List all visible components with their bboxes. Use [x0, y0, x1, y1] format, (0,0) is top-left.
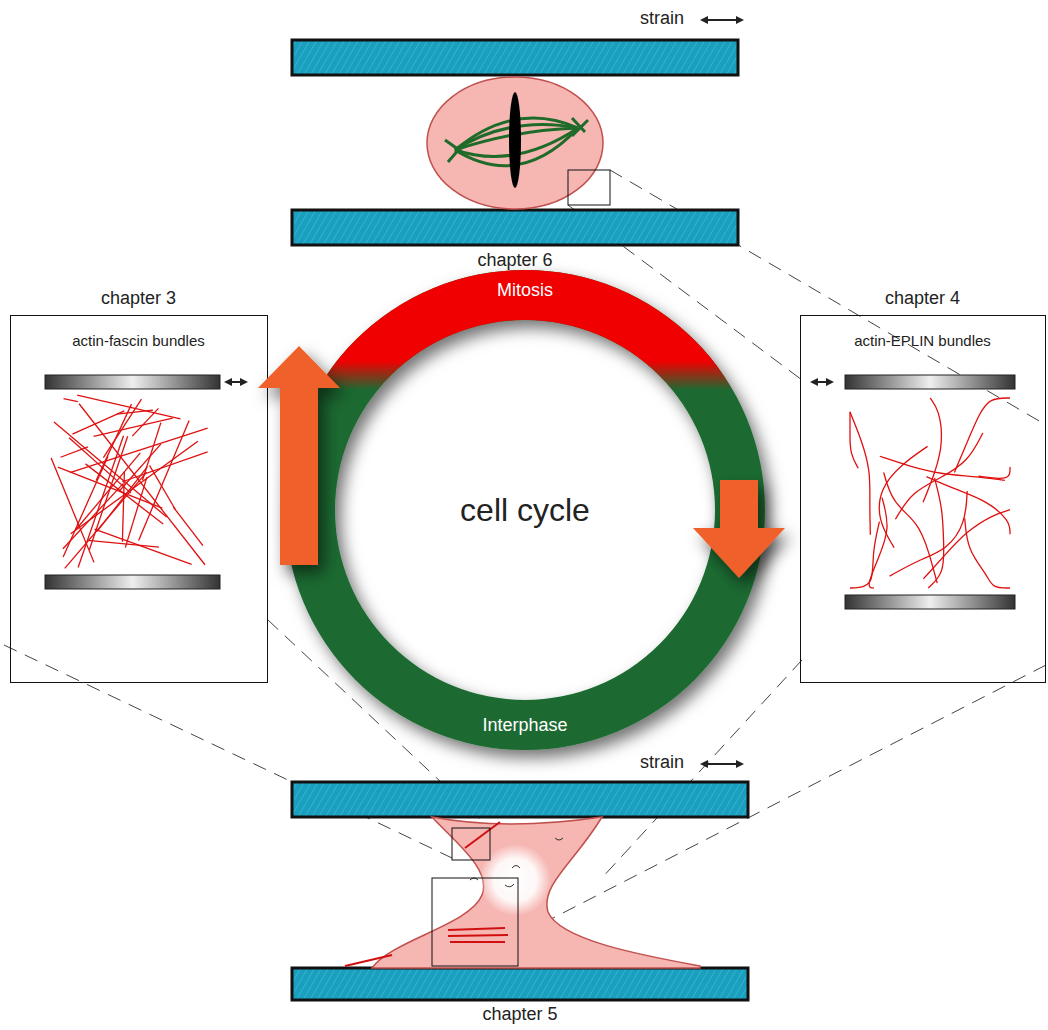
plate — [292, 210, 738, 245]
rheology-box: chapter 4actin-EPLIN bundles — [800, 315, 1046, 683]
actin-fascin-bundle — [71, 441, 198, 534]
actin-eplin-bundle — [879, 446, 927, 547]
actin-eplin-bundle — [923, 510, 1010, 579]
phase-label: Interphase — [482, 715, 567, 736]
mitotic-cell-setup — [292, 20, 742, 245]
zoom-square — [432, 878, 518, 966]
actin-fascin-bundle — [95, 529, 192, 564]
direction-arrow — [693, 480, 785, 578]
actin-eplin-bundle — [850, 522, 879, 588]
actin-fascin-bundle — [117, 410, 153, 414]
actin-fascin-bundle — [122, 472, 124, 542]
mitotic-cell — [427, 77, 603, 209]
interphase-band — [285, 270, 765, 750]
cell-cycle-ring: Mitosis cell cycleInterphase — [285, 270, 765, 750]
actin-fascin-bundle — [63, 399, 77, 402]
actin-fascin-bundle — [78, 436, 123, 568]
actin-fascin-bundle — [54, 422, 167, 517]
chapter-label: chapter 6 — [477, 250, 552, 271]
chapter-label: chapter 5 — [482, 1004, 557, 1025]
rheometer-plate — [845, 595, 1015, 609]
strain-arrow — [702, 763, 742, 765]
actin-eplin-bundle — [926, 477, 1010, 535]
strain-label: strain — [640, 752, 684, 773]
actin-eplin-bundle — [884, 472, 938, 583]
actin-eplin-bundle — [895, 433, 982, 519]
actin-fascin-bundle — [51, 458, 94, 562]
actin-fascin-bundle — [65, 472, 147, 568]
actin-eplin-bundle — [850, 412, 858, 469]
zoom-lines — [4, 170, 1046, 935]
rheology-box: chapter 3actin-fascin bundles — [10, 315, 268, 683]
box-heading: chapter 3 — [101, 288, 176, 309]
strain-label: strain — [640, 8, 684, 29]
actin-fascin-bundle — [125, 477, 147, 548]
filament-networks — [45, 375, 1015, 609]
actin-fascin-bundle — [77, 395, 180, 419]
shear-arrow — [226, 381, 246, 383]
phase-label: Mitosis — [497, 280, 553, 301]
organelles — [470, 838, 563, 887]
direction-arrow — [258, 346, 340, 565]
rheometer-plate — [45, 375, 220, 389]
actin-eplin-bundle — [890, 491, 968, 576]
actin-eplin-bundle — [978, 467, 1010, 478]
actin-fascin-bundle — [139, 420, 190, 540]
actin-fascin-bundle — [173, 507, 203, 546]
shear-arrow — [812, 381, 832, 383]
interphase-cell — [372, 817, 700, 968]
chromosomes — [509, 92, 521, 188]
rheometer-plate — [45, 575, 220, 589]
actin-eplin-bundle — [850, 412, 870, 535]
actin-fascin-bundle — [149, 465, 175, 509]
actin-fascin-bundle — [79, 404, 205, 565]
cycle-title: cell cycle — [460, 492, 590, 529]
box-caption: actin-fascin bundles — [72, 332, 205, 349]
actin-fascin-bundle — [70, 428, 208, 473]
box-heading: chapter 4 — [885, 288, 960, 309]
zoom-square — [568, 170, 610, 205]
actin-fascin-bundle — [119, 444, 161, 491]
plate — [292, 40, 738, 75]
rheometer-plate — [845, 375, 1015, 389]
plate — [292, 968, 748, 1000]
actin-fascin-bundle — [96, 404, 131, 480]
actin-eplin-bundle — [923, 398, 941, 502]
actin-fascin-bundle — [88, 540, 159, 547]
strain-arrow — [702, 19, 742, 21]
actin-fascin-bundle — [94, 418, 173, 436]
interphase-cell-setup — [292, 764, 748, 1000]
filopodia — [345, 822, 508, 966]
box-caption: actin-EPLIN bundles — [854, 332, 991, 349]
mitosis-band — [285, 270, 765, 750]
actin-fascin-bundle — [61, 447, 88, 457]
zoom-square — [452, 828, 490, 860]
actin-fascin-bundle — [103, 399, 141, 457]
plate — [292, 782, 748, 817]
